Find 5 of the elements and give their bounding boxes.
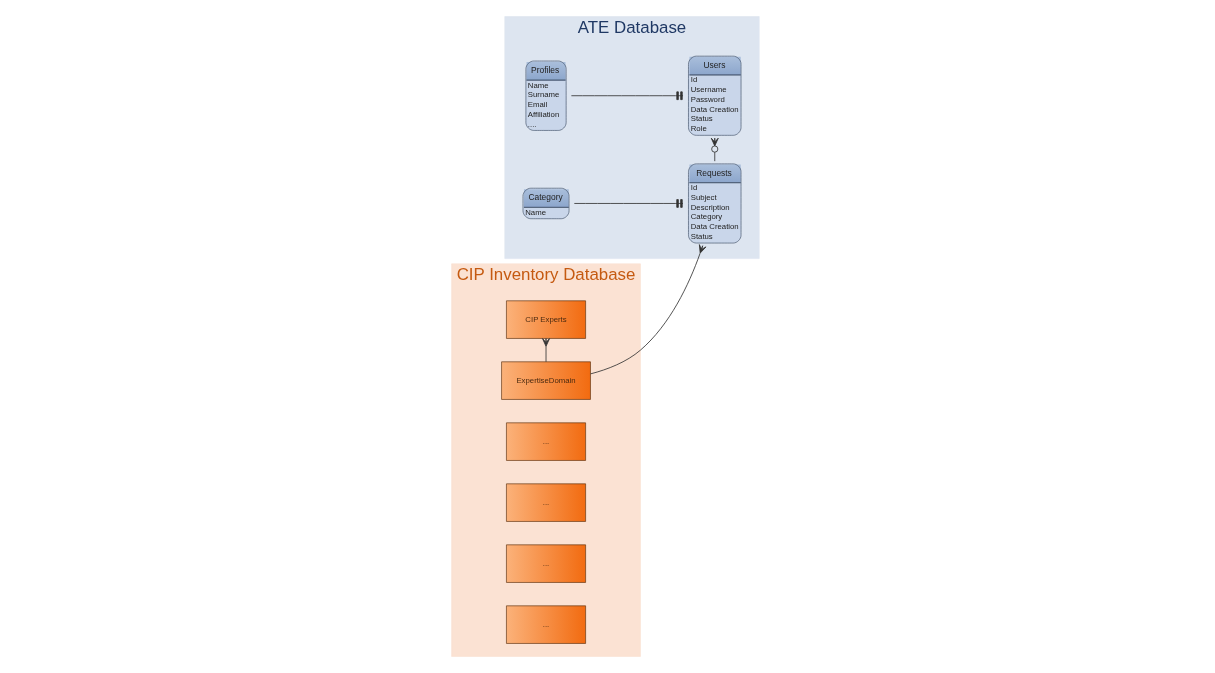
connector: [570, 91, 683, 101]
connector: [589, 244, 706, 375]
connector: [710, 137, 719, 162]
connector: [573, 199, 683, 208]
connector: [541, 338, 550, 363]
